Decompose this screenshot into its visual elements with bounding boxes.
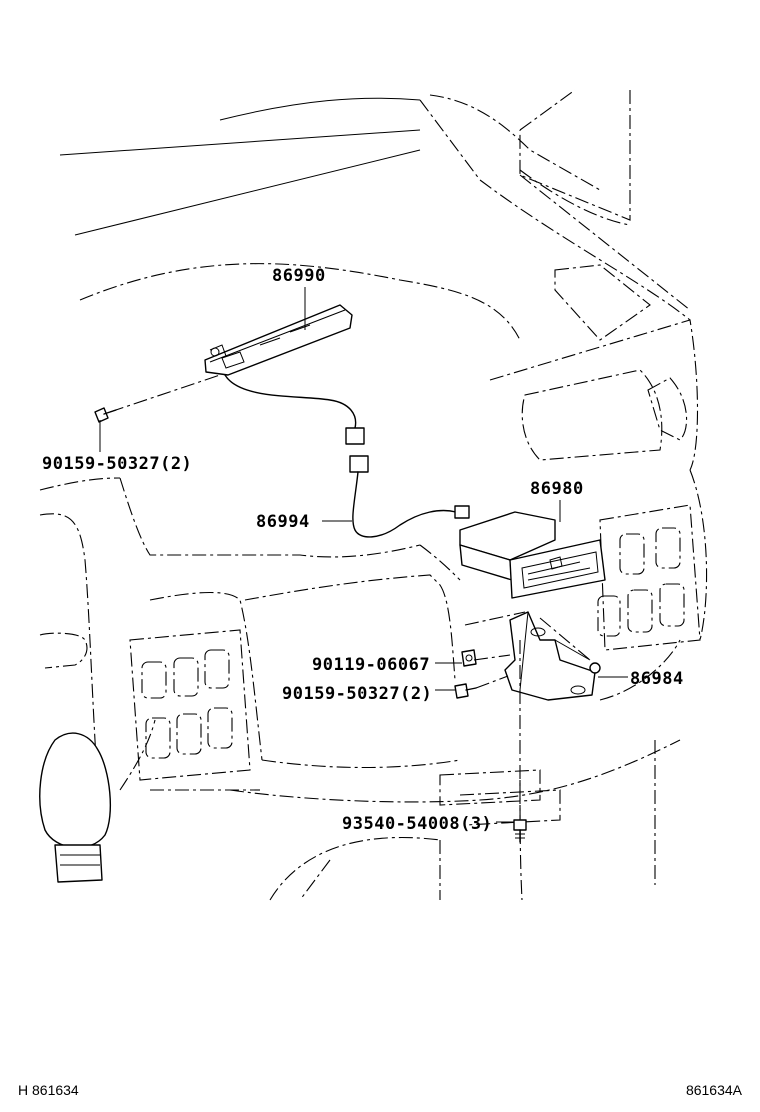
label-86994: 86994 [256,512,310,532]
screw-90159-upper [94,407,117,423]
label-86980: 86980 [530,479,584,499]
dashboard-outline [39,89,708,901]
label-90159-lower: 90159-50327(2) [282,684,432,704]
screw-bracket-86984 [589,662,601,674]
label-90159-upper: 90159-50327(2) [42,454,192,474]
part-86984-bracket [464,611,596,701]
leader-lines [99,287,628,823]
footer-right-code: 861634A [686,1082,743,1098]
gear-shift-knob [39,732,112,883]
label-93540: 93540-54008(3) [342,814,492,834]
label-86984: 86984 [630,669,684,689]
screw-90159-lower [454,683,477,699]
wire-harness-86994 [224,374,470,538]
screw-90119 [461,649,477,667]
footer-left-code: H 861634 [18,1082,79,1098]
label-90119: 90119-06067 [312,655,430,675]
label-86990: 86990 [272,266,326,286]
part-86980-unit [459,511,606,599]
part-86990-unit [204,304,353,376]
screw-93540 [513,819,527,843]
